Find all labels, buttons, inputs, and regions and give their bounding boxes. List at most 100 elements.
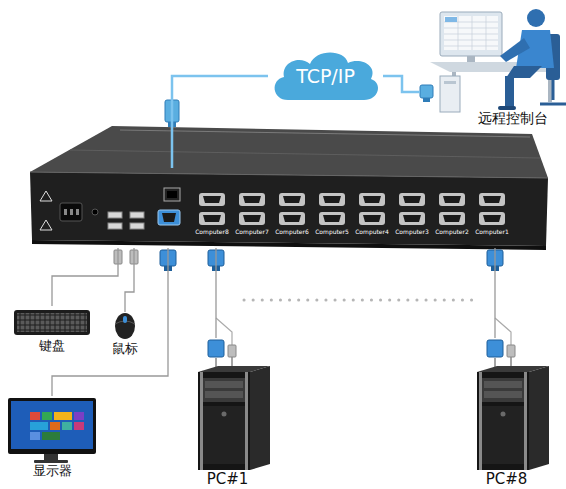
pc-tower-art [208, 340, 224, 357]
lan-port [167, 191, 177, 198]
keyboard-art [14, 310, 90, 335]
remote-console-art [444, 16, 498, 50]
port-label: Computer6 [272, 229, 312, 236]
monitor-art [30, 422, 48, 430]
monitor-art [30, 412, 40, 420]
kvm-chassis [30, 126, 548, 178]
remote-console-art [527, 9, 545, 27]
pc-tower-art [198, 318, 270, 470]
monitor-art [44, 454, 58, 460]
pc-tower-art [481, 406, 525, 464]
pc-device: PC#1 [180, 338, 275, 488]
remote-console-art [505, 76, 514, 108]
cable-connector [125, 248, 134, 312]
remote-console-art [467, 56, 475, 62]
remote-console-art [420, 85, 433, 98]
monitor-art [50, 422, 60, 430]
computer-port [239, 193, 265, 206]
usb-port [108, 212, 144, 229]
usb-port [108, 223, 122, 229]
computer-port [199, 212, 225, 225]
pc-tower-art [200, 372, 203, 470]
computer-port [399, 212, 425, 225]
pc-tower-art [501, 412, 506, 417]
computer-port [319, 193, 345, 206]
port-label: Computer1 [472, 229, 512, 236]
pc-tower-art [524, 372, 527, 470]
power-inlet [60, 203, 82, 221]
mouse-art [115, 313, 135, 339]
pc-tower-art [487, 340, 503, 357]
monitor-art [34, 460, 68, 463]
cable-connector [52, 248, 118, 306]
kvm-switch: Computer8Computer7Computer6Computer5Comp… [28, 168, 548, 248]
port-label: Computer4 [352, 229, 392, 236]
computer-port [359, 212, 385, 225]
node-label: PC#8 [459, 471, 554, 488]
cable-connector [494, 248, 495, 338]
kvm-chassis [120, 130, 530, 137]
pc-tower-art [479, 372, 482, 470]
monitor-art [30, 432, 40, 440]
remote-console-art [498, 106, 516, 110]
power-inlet [70, 209, 73, 215]
pc-device: PC#8 [459, 338, 554, 488]
monitor-art [74, 422, 84, 430]
remote-console-art [445, 17, 457, 22]
pc-tower-art [484, 391, 522, 398]
node-label: PC#1 [180, 471, 275, 488]
monitor-art [62, 422, 72, 430]
remote-console: 远程控制台 [420, 0, 566, 130]
monitor-art [42, 412, 52, 420]
computer-port [479, 193, 505, 206]
pc-tower-art [507, 345, 515, 357]
pc-tower-art [481, 378, 525, 402]
power-inlet [76, 209, 79, 215]
node-label: 鼠标 [104, 342, 146, 357]
lan-port [164, 188, 180, 201]
usb-port [130, 223, 144, 229]
vga-plug [160, 250, 503, 271]
remote-console-art [444, 16, 498, 50]
monitor-art [8, 398, 96, 454]
remote-console-art [440, 76, 460, 112]
computer-port [279, 212, 305, 225]
remote-console-art [500, 38, 530, 62]
kvm-chassis [70, 150, 540, 158]
pc-tower-art [202, 378, 246, 402]
port-label: Computer7 [232, 229, 272, 236]
cable-connector [52, 248, 168, 396]
pc-tower-art [202, 406, 246, 464]
node-label: 远程控制台 [460, 110, 566, 126]
port-label: Computer5 [312, 229, 352, 236]
remote-console-art [420, 9, 566, 112]
power-inlet [64, 209, 67, 215]
pc-tower-art [205, 391, 243, 398]
node-label: 显示器 [2, 464, 102, 479]
pc-tower-art [477, 318, 549, 470]
pc-tower-art [250, 366, 270, 470]
warning-symbol [40, 220, 52, 230]
port-label: Computer8 [192, 229, 232, 236]
warning-symbol [40, 191, 52, 201]
cable-connector [383, 76, 420, 92]
computer-port [239, 212, 265, 225]
cable-connector [215, 248, 216, 338]
mouse-art [123, 316, 127, 323]
pc-tower-art [222, 412, 227, 417]
remote-console-art [444, 81, 456, 84]
monitor-art [11, 401, 93, 449]
monitor-device: 显示器 [2, 396, 102, 482]
monitor-art [54, 412, 72, 420]
kvm-chassis [32, 240, 546, 250]
power-inlet [92, 209, 98, 215]
network-cloud: TCP/IP [268, 48, 383, 103]
pc-tower-art [198, 372, 250, 470]
computer-port [479, 212, 505, 225]
computer-port [439, 212, 465, 225]
node-label: 键盘 [12, 339, 92, 354]
usb-port [130, 212, 144, 218]
keyboard-art [14, 310, 90, 335]
kvm-chassis [30, 126, 548, 250]
